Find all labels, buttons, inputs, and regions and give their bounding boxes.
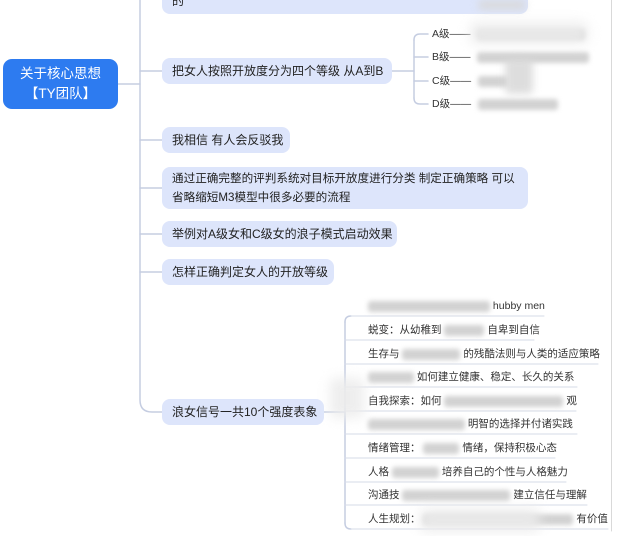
signal-item[interactable]: 蜕变：从幼稚到 自卑到自信: [368, 322, 540, 338]
signal-item-text-end: 培养自己的个性与人格魅力: [441, 466, 568, 478]
signal-item-text-end: 观: [566, 395, 577, 407]
signal-item-text-start: 情绪管理：: [368, 442, 421, 454]
branch-topic-judge[interactable]: 怎样正确判定女人的开放等级: [162, 259, 334, 285]
branch-topic-label: 举例对A级女和C级女的浪子模式启动效果: [172, 227, 393, 241]
redaction-blur: [444, 324, 485, 336]
level-item-label: D级——: [432, 98, 472, 110]
redaction-blur: [330, 378, 364, 418]
level-item-label: B级——: [432, 51, 471, 63]
redaction-blur: [402, 348, 461, 360]
signal-item-text-end: 的残酷法则与人类的适应策略: [463, 348, 600, 360]
branch-topic-levels[interactable]: 把女人按照开放度分为四个等级 从A到B: [162, 58, 392, 84]
levels-child-connector: [413, 97, 429, 105]
redaction-blur: [505, 58, 533, 94]
branch-topic-label: 我相信 有人会反驳我: [172, 133, 284, 147]
redaction-blur: [478, 98, 559, 110]
redaction-blur: [368, 300, 490, 312]
branch-topic-signals[interactable]: 浪女信号一共10个强度表象: [162, 399, 324, 425]
signal-item[interactable]: 生存与 的残酷法则与人类的适应策略: [368, 346, 600, 362]
signal-item[interactable]: 明智的选择并付诸实践: [368, 416, 573, 432]
level-item-b[interactable]: B级——: [432, 49, 590, 65]
level-item-d[interactable]: D级——: [432, 96, 559, 112]
root-topic-title-line1: 关于核心思想: [20, 66, 101, 81]
signal-item-text-end: 如何建立健康、稳定、长久的关系: [416, 371, 575, 383]
signal-item[interactable]: 如何建立健康、稳定、长久的关系: [368, 369, 574, 385]
signals-child-connector: [344, 315, 352, 323]
signal-item-text-end: 建立信任与理解: [513, 489, 587, 501]
signal-item-text-end: 明智的选择并付诸实践: [467, 418, 573, 430]
branch-topic-label-line2: 省略缩短M3模型中很多必要的流程: [172, 191, 351, 204]
branch-topic-label: 把女人按照开放度分为四个等级 从A到B: [172, 64, 384, 78]
signal-item-text-start: 沟通技: [368, 489, 400, 501]
signal-item[interactable]: 自我探索：如何 观: [368, 393, 577, 409]
signal-item[interactable]: 人格 培养自己的个性与人格魅力: [368, 464, 568, 480]
level-item-c[interactable]: C级——: [432, 73, 509, 89]
redaction-blur: [478, 0, 526, 10]
level-item-label: A级——: [432, 28, 471, 40]
redaction-blur: [368, 418, 465, 430]
signal-item-text-start: 自我探索：如何: [368, 395, 442, 407]
signal-item[interactable]: 沟通技 建立信任与理解: [368, 487, 587, 503]
signal-item-text-end: 情绪，保持积极心态: [462, 442, 557, 454]
signals-child-connector: [344, 522, 352, 530]
signal-item-text-start: 蜕变：从幼稚到: [368, 324, 442, 336]
signal-item-text-start: 人格: [368, 466, 389, 478]
redaction-blur: [477, 51, 590, 63]
signal-item-text-end: hubby men: [492, 300, 545, 312]
redaction-blur: [423, 442, 460, 454]
redaction-blur: [402, 489, 511, 501]
redaction-blur: [470, 22, 588, 44]
branch-topic-example[interactable]: 举例对A级女和C级女的浪子模式启动效果: [162, 221, 397, 247]
signal-item-text-start: 人生规划：: [368, 513, 421, 525]
branch-topic-partial[interactable]: 的: [162, 0, 528, 14]
signal-item-text-start: 生存与: [368, 348, 400, 360]
signal-item-text-end: 自卑到自信: [487, 324, 540, 336]
branch-topic-label: 浪女信号一共10个强度表象: [172, 405, 318, 419]
branch-topic-belief[interactable]: 我相信 有人会反驳我: [162, 127, 290, 153]
redaction-blur: [368, 371, 414, 383]
root-topic[interactable]: 关于核心思想 【TY团队】: [3, 59, 118, 109]
branch-topic-label: 的: [172, 0, 185, 8]
redaction-blur: [444, 395, 564, 407]
root-topic-title-line2: 【TY团队】: [24, 86, 97, 101]
levels-child-connector: [413, 33, 429, 41]
signal-item[interactable]: 情绪管理： 情绪，保持积极心态: [368, 440, 557, 456]
branch-topic-label-line1: 通过正确完整的评判系统对目标开放度进行分类 制定正确策略 可以: [172, 172, 515, 185]
branch-topic-system[interactable]: 通过正确完整的评判系统对目标开放度进行分类 制定正确策略 可以 省略缩短M3模型…: [162, 167, 528, 209]
redaction-blur: [478, 75, 509, 87]
redaction-blur: [420, 508, 540, 532]
signal-item-text-end: 有价值: [576, 513, 608, 525]
redaction-blur: [391, 466, 439, 478]
main-spine: [139, 0, 163, 413]
level-item-label: C级——: [432, 75, 472, 87]
branch-topic-label: 怎样正确判定女人的开放等级: [172, 265, 329, 279]
signal-item[interactable]: hubby men: [368, 298, 545, 314]
